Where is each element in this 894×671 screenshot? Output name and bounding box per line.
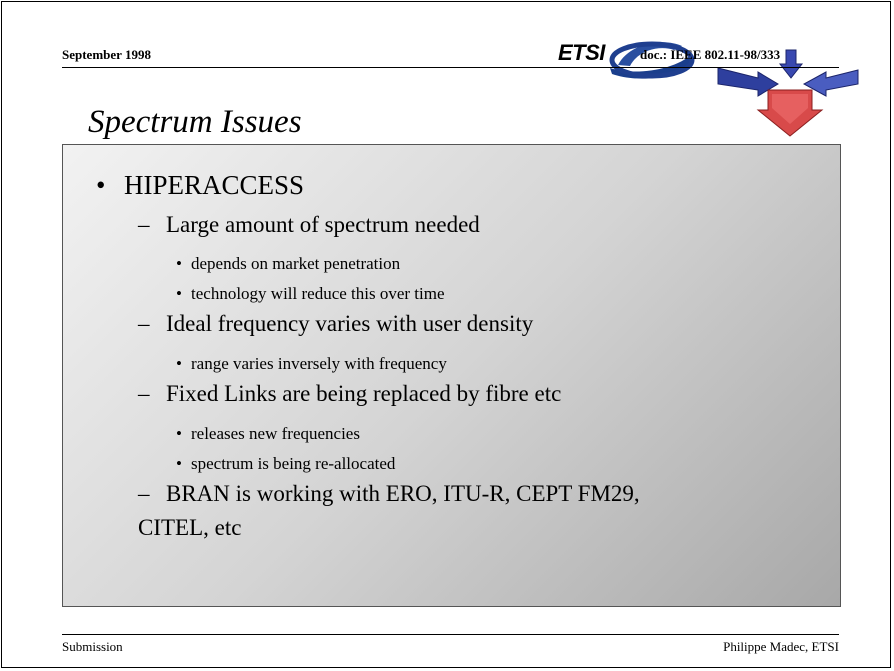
- dash-icon: –: [138, 381, 150, 406]
- dot-icon: •: [176, 284, 182, 303]
- item-range: • range varies inversely with frequency: [176, 354, 447, 374]
- dot-icon: •: [176, 454, 182, 473]
- dot-icon: •: [176, 424, 182, 443]
- item-text: spectrum is being re-allocated: [191, 454, 396, 473]
- sub-bullet-frequency: –Ideal frequency varies with user densit…: [138, 311, 533, 337]
- item-reallocated: • spectrum is being re-allocated: [176, 454, 395, 474]
- header-date: September 1998: [62, 47, 151, 62]
- etsi-logo-graphic: [609, 41, 859, 137]
- bullet-text: HIPERACCESS: [124, 170, 305, 200]
- item-text: releases new frequencies: [191, 424, 360, 443]
- item-market-penetration: • depends on market penetration: [176, 254, 400, 274]
- sub-bullet-spectrum: –Large amount of spectrum needed: [138, 212, 480, 238]
- item-new-frequencies: • releases new frequencies: [176, 424, 360, 444]
- item-text: range varies inversely with frequency: [191, 354, 447, 373]
- sub-bullet-fixed-links: –Fixed Links are being replaced by fibre…: [138, 381, 561, 407]
- sub-bullet-bran-continued: CITEL, etc: [138, 515, 242, 540]
- etsi-logo-text: ETSI: [558, 40, 605, 65]
- sub-bullet-text: Fixed Links are being replaced by fibre …: [166, 381, 562, 406]
- header-doc-ref: doc.: IEEE 802.11-98/333: [640, 47, 781, 62]
- dash-icon: –: [138, 212, 150, 237]
- header-divider: [62, 67, 839, 68]
- bullet-dot-icon: •: [96, 170, 106, 200]
- sub-bullet-text: Large amount of spectrum needed: [166, 212, 480, 237]
- dash-icon: –: [138, 481, 150, 506]
- item-text: depends on market penetration: [191, 254, 401, 273]
- content-panel: [62, 144, 841, 607]
- footer-author: Philippe Madec, ETSI: [723, 639, 839, 654]
- bullet-hiperaccess: • HIPERACCESS: [96, 170, 304, 201]
- slide-title: Spectrum Issues: [88, 104, 302, 140]
- sub-bullet-text: BRAN is working with ERO, ITU-R, CEPT FM…: [166, 481, 640, 506]
- dash-icon: –: [138, 311, 150, 336]
- footer-submission: Submission: [62, 639, 123, 654]
- item-technology: • technology will reduce this over time: [176, 284, 445, 304]
- sub-bullet-bran: –BRAN is working with ERO, ITU-R, CEPT F…: [138, 481, 640, 507]
- footer-divider: [62, 634, 839, 635]
- item-text: technology will reduce this over time: [191, 284, 445, 303]
- dot-icon: •: [176, 354, 182, 373]
- sub-bullet-text: Ideal frequency varies with user density: [166, 311, 534, 336]
- dot-icon: •: [176, 254, 182, 273]
